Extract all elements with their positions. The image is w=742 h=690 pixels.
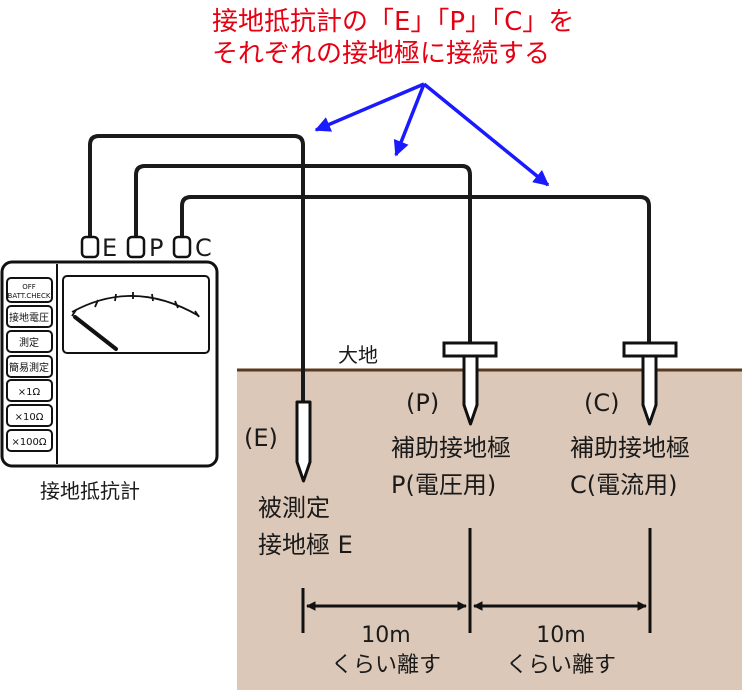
distance-2-note: くらい離す — [506, 653, 616, 678]
button-range-x1-label: ×1Ω — [18, 387, 41, 398]
button-off-label: OFF — [22, 283, 36, 291]
arrow-to-c — [422, 82, 550, 187]
dial-tick — [94, 299, 99, 308]
button-range-x1[interactable] — [6, 379, 53, 402]
electrode-e-rod — [295, 400, 312, 483]
electrode-e-line1: 被測定 — [258, 494, 330, 522]
button-measure-label: 測定 — [19, 336, 39, 349]
arrow-to-p — [393, 83, 426, 157]
dial-needle — [73, 315, 118, 351]
dial-tick — [194, 310, 200, 318]
ground-area — [237, 370, 742, 690]
electrode-p-line2: P(電圧用) — [391, 471, 496, 499]
electrode-e-line2: 接地極 E — [258, 531, 353, 559]
button-simple-measure[interactable] — [6, 355, 53, 378]
meter-buttons: OFF BATT.CHECK 接地電圧 測定 簡易測定 ×1Ω ×10Ω ×10… — [6, 277, 53, 452]
wire-c — [180, 195, 651, 343]
terminal-p-post — [126, 235, 146, 259]
dial-face — [62, 275, 210, 354]
button-ground-voltage[interactable] — [6, 305, 53, 328]
button-range-x100-label: ×100Ω — [11, 437, 46, 448]
electrode-c-line2: C(電流用) — [570, 471, 677, 499]
wire-p — [134, 164, 472, 343]
button-measure[interactable] — [6, 330, 53, 353]
dial-tick — [114, 293, 117, 302]
terminal-c-post — [172, 235, 192, 259]
terminal-p-label: P — [149, 234, 163, 262]
title-line-1: 接地抵抗計の「E」「P」「C」を — [212, 7, 574, 37]
button-off-battcheck[interactable] — [6, 277, 53, 303]
meter-dial — [62, 275, 210, 354]
electrode-c-line1: 補助接地極 — [570, 434, 690, 462]
electrode-p-tag: (P) — [406, 389, 439, 417]
wire-e — [88, 134, 305, 402]
dial-tick — [71, 309, 77, 317]
button-range-x10-label: ×10Ω — [15, 412, 44, 423]
button-simple-measure-label: 簡易測定 — [9, 361, 49, 374]
meter-name: 接地抵抗計 — [40, 479, 140, 503]
electrode-p-rod — [462, 354, 479, 426]
distance-1-note: くらい離す — [331, 653, 441, 678]
button-battcheck-label: BATT.CHECK — [8, 292, 51, 300]
dial-tick — [174, 300, 179, 309]
terminal-e-post — [80, 235, 100, 259]
button-ground-voltage-label: 接地電圧 — [9, 311, 49, 324]
dial-tick — [151, 293, 154, 302]
electrode-e-tag: (E) — [244, 424, 278, 452]
electrode-c-rod — [641, 354, 658, 426]
distance-2-value: 10m — [536, 623, 585, 648]
electrode-p-line1: 補助接地極 — [391, 434, 511, 462]
dial-scale-arc — [71, 295, 200, 317]
button-range-x10[interactable] — [6, 404, 53, 427]
electrode-p-head — [442, 341, 498, 358]
arrow-to-e — [314, 82, 425, 132]
button-range-x100[interactable] — [6, 429, 53, 452]
terminal-e-label: E — [102, 234, 117, 262]
electrode-c-head — [622, 341, 678, 358]
terminal-c-label: C — [195, 234, 212, 262]
electrode-c-tag: (C) — [584, 389, 619, 417]
ground-label: 大地 — [338, 343, 378, 367]
distance-1-value: 10m — [361, 623, 410, 648]
title-line-2: それぞれの接地極に接続する — [212, 39, 550, 69]
